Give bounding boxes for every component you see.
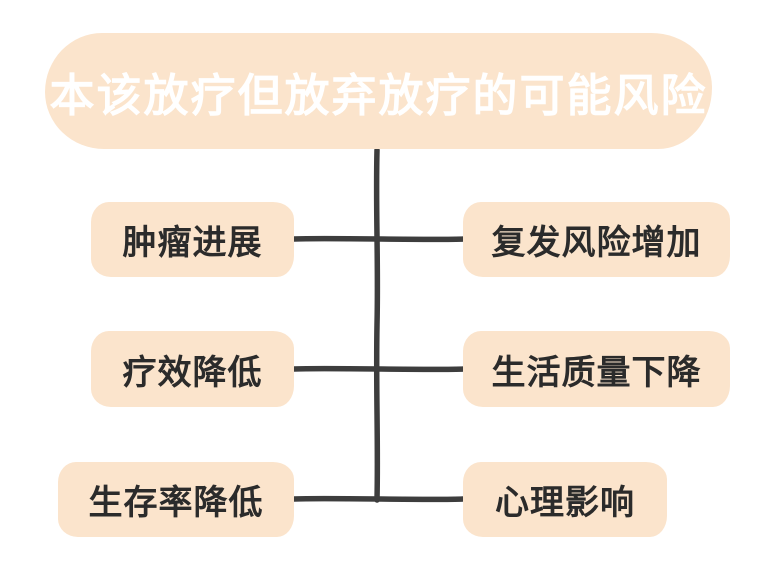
title-text: 本该放疗但放弃放疗的可能风险 [49, 69, 708, 121]
connector-row-2 [291, 365, 467, 373]
node-label: 疗效降低 [122, 353, 263, 392]
connector-row-1 [291, 235, 467, 243]
node-label: 复发风险增加 [491, 224, 702, 262]
node-psychological-impact: 心理影响 [463, 462, 667, 537]
node-reduced-efficacy: 疗效降低 [91, 331, 294, 407]
connector-row-3 [291, 495, 466, 503]
node-label: 生存率降低 [88, 484, 264, 522]
node-label: 生活质量下降 [491, 353, 702, 392]
node-lower-survival-rate: 生存率降低 [58, 462, 294, 537]
node-increased-recurrence-risk: 复发风险增加 [463, 202, 730, 277]
node-tumor-progression: 肿瘤进展 [91, 202, 294, 277]
node-label: 心理影响 [495, 484, 635, 522]
node-label: 肿瘤进展 [122, 224, 263, 262]
title-node: 本该放疗但放弃放疗的可能风险 [45, 33, 712, 149]
trunk-line [373, 147, 381, 503]
node-quality-of-life-decline: 生活质量下降 [463, 331, 730, 407]
